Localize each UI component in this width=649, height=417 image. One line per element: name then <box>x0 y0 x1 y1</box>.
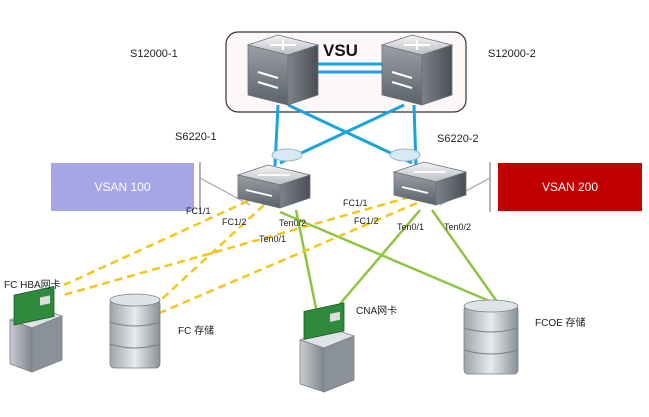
core-switch-1-icon <box>246 34 320 106</box>
fc-storage-label: FC 存储 <box>178 326 215 337</box>
access-switch-1-label: S6220-1 <box>175 131 217 143</box>
fc-hba-server-icon <box>8 286 64 373</box>
ethernet-links <box>279 209 500 319</box>
lag-ellipse-left <box>271 148 303 162</box>
access-switch-2-label: S6220-2 <box>437 133 479 145</box>
cna-server-icon <box>298 302 356 393</box>
vsan-100-box-bg <box>51 163 194 211</box>
fcoe-storage-label: FCOE 存储 <box>535 318 586 329</box>
port-left-fc2: FC1/2 <box>222 217 247 227</box>
vsan-200-box-bg <box>498 163 642 211</box>
fc-links <box>59 195 418 319</box>
vsan-200-label: VSAN 200 <box>541 180 599 194</box>
port-left-ten1: Ten0/1 <box>259 234 287 244</box>
fc-storage-icon <box>109 293 161 369</box>
core-switch-2-label: S12000-2 <box>488 48 536 60</box>
port-right-ten1: Ten0/1 <box>397 222 425 232</box>
vsan-100-label: VSAN 100 <box>94 180 151 194</box>
port-right-fc2: FC1/2 <box>354 216 379 226</box>
lag-ellipse-right <box>389 148 421 162</box>
fc-hba-label: FC HBA网卡 <box>4 280 61 291</box>
access-switch-2-icon <box>392 161 468 206</box>
vsu-title: VSU <box>323 41 358 60</box>
port-right-ten2: Ten0/2 <box>444 222 472 232</box>
port-left-ten2: Ten0/2 <box>279 218 307 228</box>
fcoe-storage-icon <box>463 299 519 375</box>
core-switch-1-label: S12000-1 <box>130 48 178 60</box>
port-right-fc1: FC1/1 <box>343 198 368 208</box>
core-switch-2-icon <box>380 34 454 106</box>
port-left-fc1: FC1/1 <box>186 206 211 216</box>
vsan-100-link <box>199 177 251 206</box>
access-switch-1-icon <box>236 164 312 209</box>
cna-label: CNA网卡 <box>356 306 398 317</box>
